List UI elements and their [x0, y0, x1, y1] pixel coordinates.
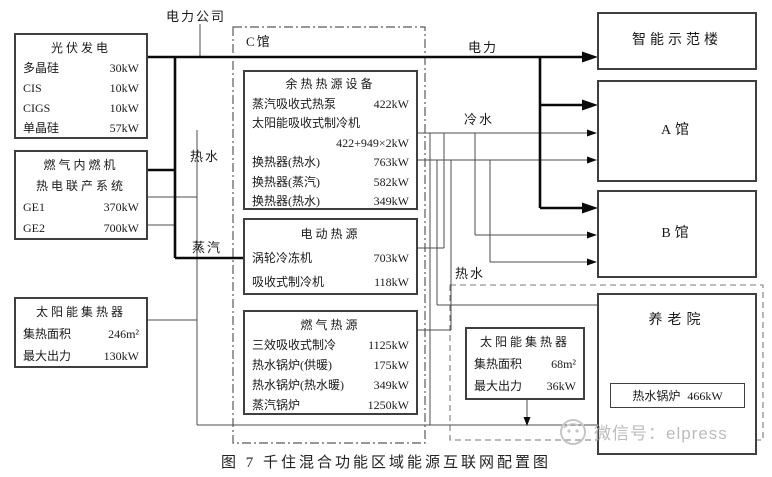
nursing-home-box: 养老院 [597, 293, 757, 455]
spec-row: 换热器(蒸汽)582kW [252, 174, 409, 189]
building-label: B馆 [661, 226, 693, 241]
label-cold-water: 冷水 [464, 112, 495, 127]
wechat-logo-icon [560, 419, 586, 445]
spec-row: 热水锅炉(供暖)175kW [252, 358, 409, 372]
hot-water-boiler-box: 热水锅炉 466kW [610, 383, 745, 408]
spec-row: 422+949×2kW [336, 135, 409, 150]
spec-row: 太阳能吸收式制冷机 [252, 116, 361, 130]
label-steam: 蒸汽 [192, 240, 223, 255]
figure-caption: 图 7 千住混合功能区域能源互联网配置图 [220, 455, 551, 471]
label-power-company: 电力公司 [166, 9, 227, 24]
box-title-line1: 燃气内燃机 [43, 158, 119, 172]
building-label: 智能示范楼 [632, 33, 722, 48]
box-title: 光伏发电 [50, 41, 111, 55]
building-label: 养老院 [648, 313, 706, 328]
box-title: 太阳能集热器 [35, 305, 126, 319]
down-arrow-solar-to-pipe [523, 417, 531, 426]
box-title: 余热热源设备 [285, 77, 376, 91]
boiler-value: 466kW [687, 388, 723, 403]
spec-row: 换热器(热水)763kW [252, 155, 409, 169]
box-title: 电动热源 [300, 227, 361, 241]
building-label: A馆 [660, 123, 694, 138]
hall-a-box: A馆 [597, 80, 757, 182]
watermark: 微信号：elpress [556, 414, 728, 448]
label-hot-water-left: 热水 [190, 149, 221, 164]
hall-b-box: B馆 [597, 190, 757, 278]
box-title: 太阳能集热器 [479, 335, 570, 349]
boiler-label: 热水锅炉 [632, 388, 681, 403]
label-electricity: 电力 [468, 40, 499, 55]
smart-demo-building-box: 智能示范楼 [597, 12, 757, 70]
box-title-line2: 热电联产系统 [35, 179, 126, 193]
watermark-text: 微信号：elpress [594, 423, 728, 443]
label-hot-water-bottom: 热水 [455, 266, 486, 281]
label-c-hall: C馆 [246, 34, 272, 49]
box-title: 燃气热源 [300, 318, 361, 332]
spec-row: 热水锅炉(热水暖)349kW [252, 378, 409, 392]
spec-row: 换热器(热水)349kW [252, 194, 409, 208]
